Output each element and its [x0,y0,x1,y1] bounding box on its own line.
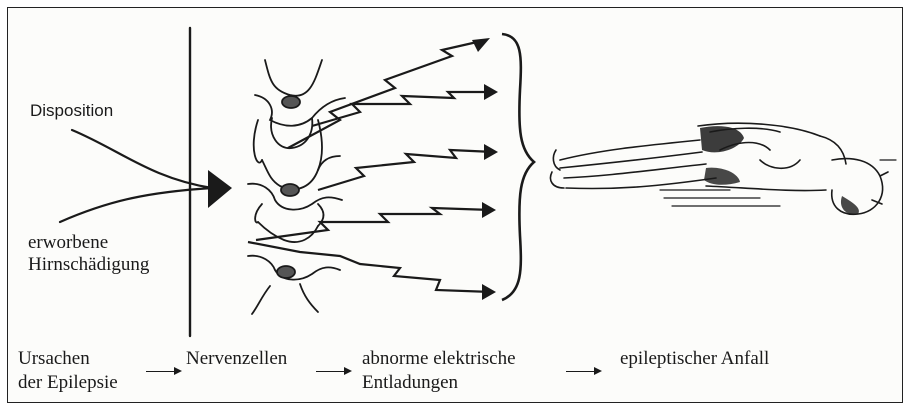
lightning-arrow-icon [288,40,486,148]
flow-arrow-icon [310,359,356,377]
person-shading [700,126,859,214]
lightning-arrow-icon [318,150,494,190]
flow-step-causes-line2: der Epilepsie [18,372,118,394]
flow-arrow-icon [140,359,186,377]
damage-label-line2: Hirnschädigung [28,254,149,276]
flow-step-nerve-cells: Nervenzellen [186,348,287,370]
disposition-label: Disposition [30,100,113,122]
arrowheads [472,38,498,300]
flow-step-discharges-line2: Entladungen [362,372,458,394]
flow-step-causes-line1: Ursachen [18,348,90,370]
damage-label-line1: erworbene [28,232,108,254]
lightning-arrows [248,40,494,292]
curly-brace [502,34,534,300]
lightning-arrow-icon [256,208,492,240]
flow-step-seizure: epileptischer Anfall [620,348,769,370]
flow-arrow-icon [560,359,606,377]
flow-step-discharges-line1: abnorme elektrische [362,348,516,370]
convergence-arrow-icon [208,170,232,208]
